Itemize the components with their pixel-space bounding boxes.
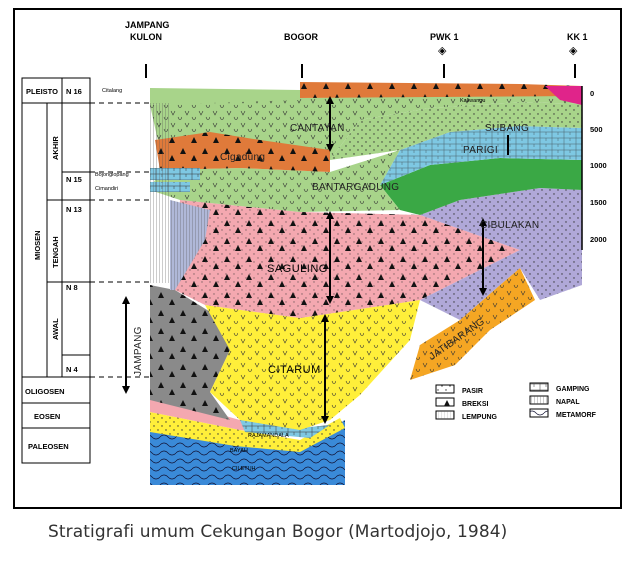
epoch-paleosen: PALEOSEN [28,442,69,451]
correlation-lines [90,102,150,378]
legend-gamping: GAMPING [556,386,590,393]
legend-napal: NAPAL [556,399,580,406]
depth-2000: 2000 [590,235,607,244]
depth-scale: 0 500 1000 1500 2000 [581,86,607,250]
zone-n16: N 16 [66,87,82,96]
label-citalang: Citalang [102,88,122,94]
zone-n4: N 4 [66,365,79,374]
zone-n15: N 15 [66,175,82,184]
well-symbol-kk1: ◈ [569,45,578,57]
epoch-labels: PLEISTO N 16 N 15 N 13 N 8 N 4 MIOSEN AK… [25,87,82,451]
legend-pasir: PASIR [462,388,483,395]
label-jampang: JAMPANG [133,326,144,376]
depth-1000: 1000 [590,161,607,170]
depth-1500: 1500 [590,198,607,207]
well-symbol-pwk1: ◈ [438,45,447,57]
thickness-arrows [125,100,509,420]
epoch-miosen: MIOSEN [33,230,42,260]
label-ciletuh: CILETUH [232,466,256,472]
epoch-pleistosen: PLEISTO [26,87,58,96]
magenta-patch [545,86,582,105]
label-bayah: BAYAH [230,448,248,454]
label-cantayan: CANTAYAN [290,123,345,134]
loc-pwk1: PWK 1 [430,32,459,42]
label-parigi: PARIGI [463,145,498,156]
left-hatched-column [150,103,170,283]
time-column [21,77,91,464]
label-saguling: SAGULING [267,263,328,275]
epoch-akhir: AKHIR [51,136,60,160]
label-subang: SUBANG [485,123,529,134]
legend-breksi: BREKSI [462,401,489,408]
epoch-oligosen: OLIGOSEN [25,387,65,396]
loc-jampang-kulon-2: KULON [130,32,162,42]
legend: PASIR BREKSI LEMPUNG GAMPING NAPAL METAM… [435,382,597,421]
label-citarum: CITARUM [268,364,321,376]
label-cibulakan: CIBULAKAN [480,220,539,231]
label-rajamandala: RAJAMANDALA [248,433,289,439]
label-cigadung: Cigadung [220,152,265,163]
figure-caption: Stratigrafi umum Cekungan Bogor (Martodj… [48,522,508,542]
legend-lempung: LEMPUNG [462,414,498,421]
loc-bogor: BOGOR [284,32,319,42]
epoch-awal: AWAL [51,318,60,340]
epoch-tengah: TENGAH [51,236,60,268]
depth-500: 500 [590,125,603,134]
label-kaliwangu: Kaliwangu [460,98,485,104]
label-bantargadung: BANTARGADUNG [312,182,399,193]
depth-0: 0 [590,89,594,98]
label-cimandiri: Cimandiri [95,186,118,192]
loc-kk1: KK 1 [567,32,588,42]
zone-n8: N 8 [66,283,78,292]
green-band [380,158,582,215]
legend-metamorf: METAMORF [556,412,597,419]
epoch-eosen: EOSEN [34,412,60,421]
loc-jampang-kulon: JAMPANG [125,20,169,30]
label-bojonglopang: Bojonglopang [95,172,129,178]
location-markers: JAMPANG KULON BOGOR PWK 1 ◈ KK 1 ◈ [125,20,588,78]
zone-n13: N 13 [66,205,82,214]
